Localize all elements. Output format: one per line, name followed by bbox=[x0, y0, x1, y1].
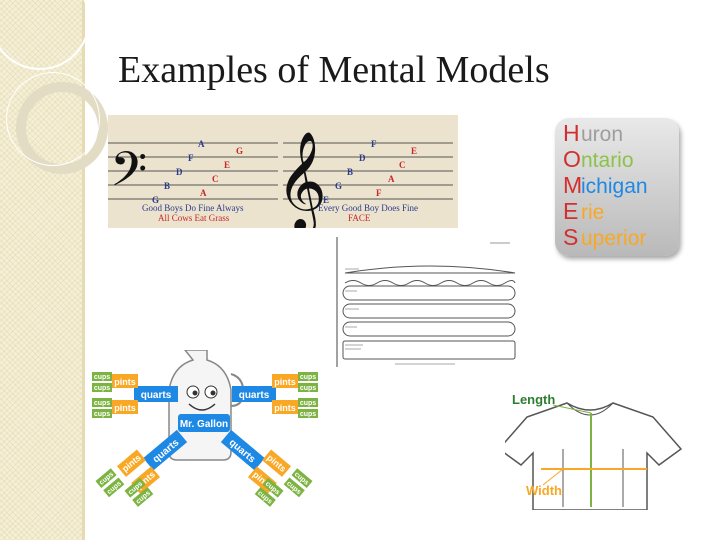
note-label: F bbox=[188, 153, 194, 163]
cup-label: cups bbox=[94, 385, 110, 392]
homes-initial: O bbox=[563, 146, 581, 172]
pint-label: pints bbox=[114, 403, 136, 413]
cup-label: cups bbox=[300, 385, 316, 392]
quart-label: quarts bbox=[239, 390, 270, 401]
homes-row: Ontario bbox=[563, 146, 634, 174]
slide-title: Examples of Mental Models bbox=[118, 49, 550, 91]
note-label: C bbox=[212, 174, 219, 184]
gallon-name-label: Mr. Gallon bbox=[180, 419, 228, 430]
note-label: E bbox=[224, 160, 230, 170]
homes-word: ntario bbox=[581, 149, 634, 172]
decorative-circle-outline bbox=[6, 72, 100, 166]
note-label: B bbox=[164, 181, 170, 191]
note-label: E bbox=[411, 146, 417, 156]
cup-label: cups bbox=[300, 400, 316, 407]
homes-word: uperior bbox=[581, 227, 647, 250]
note-label: F bbox=[371, 139, 377, 149]
length-label: Length bbox=[512, 392, 555, 407]
pint-label: pints bbox=[274, 377, 296, 387]
note-label: A bbox=[198, 139, 205, 149]
note-label: G bbox=[335, 181, 342, 191]
homes-word: ichigan bbox=[581, 175, 648, 198]
homes-initial: M bbox=[563, 172, 583, 198]
sandwich-organizer-image bbox=[335, 237, 517, 367]
mr-gallon-image: Mr. Gallon quarts quarts pints pints pin… bbox=[90, 349, 320, 515]
bass-line-mnemonic: Good Boys Do Fine Always bbox=[142, 203, 244, 213]
note-label: F bbox=[376, 188, 382, 198]
cup-label: cups bbox=[300, 374, 316, 381]
treble-clef-icon: 𝄞 bbox=[276, 132, 327, 228]
treble-space-mnemonic: FACE bbox=[348, 213, 371, 223]
note-label: G bbox=[236, 146, 243, 156]
note-label: E bbox=[323, 195, 329, 205]
quart-label: quarts bbox=[141, 390, 172, 401]
music-staff-mnemonic-image: 𝄢 𝄞 A G F E D C B A G F E D C B A G F E … bbox=[108, 115, 458, 228]
homes-word: rie bbox=[581, 201, 605, 224]
bass-clef-icon: 𝄢 bbox=[110, 143, 147, 208]
width-label: Width bbox=[526, 483, 562, 498]
cup-label: cups bbox=[94, 411, 110, 418]
cup-label: cups bbox=[94, 400, 110, 407]
homes-initial: S bbox=[563, 224, 579, 250]
treble-line-mnemonic: Every Good Boy Does Fine bbox=[318, 203, 418, 213]
note-label: D bbox=[176, 167, 183, 177]
note-label: B bbox=[347, 167, 353, 177]
homes-word: uron bbox=[581, 123, 624, 146]
pint-label: pints bbox=[114, 377, 136, 387]
homes-initial: H bbox=[563, 120, 580, 146]
bass-space-mnemonic: All Cows Eat Grass bbox=[158, 213, 230, 223]
note-label: A bbox=[200, 188, 207, 198]
tshirt-measurement-image: Length Width bbox=[497, 385, 685, 511]
cup-label: cups bbox=[300, 411, 316, 418]
note-label: D bbox=[359, 153, 366, 163]
homes-row: Michigan bbox=[563, 172, 648, 200]
pint-label: pints bbox=[274, 403, 296, 413]
sidebar-divider bbox=[82, 0, 85, 540]
homes-initial: E bbox=[563, 198, 579, 224]
note-label: C bbox=[399, 160, 406, 170]
homes-row: Huron bbox=[563, 120, 623, 148]
cup-label: cups bbox=[94, 374, 110, 381]
note-label: A bbox=[388, 174, 395, 184]
note-label: G bbox=[152, 195, 159, 205]
